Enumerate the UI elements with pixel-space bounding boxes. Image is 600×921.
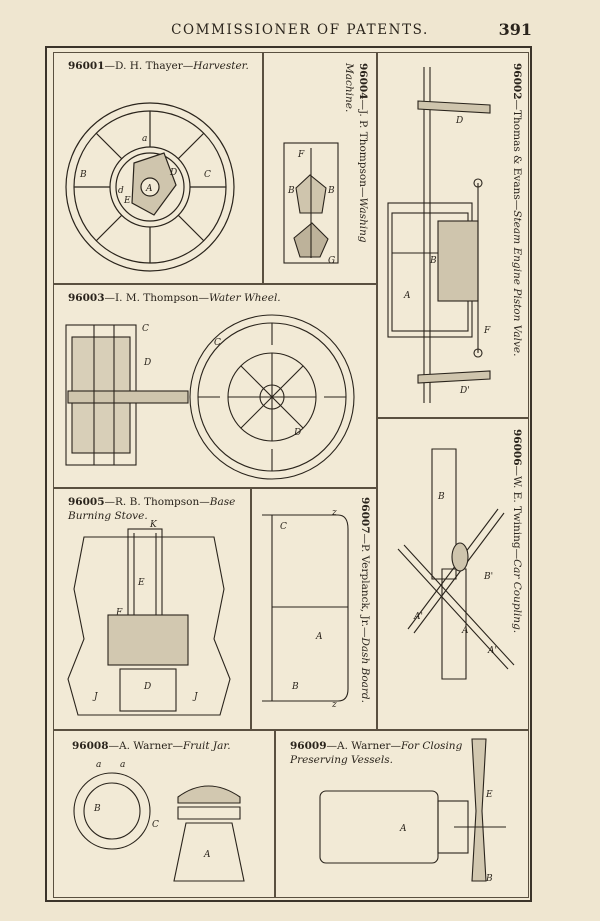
caption-96009: 96009—A. Warner—For Closing Preserving V… (290, 740, 463, 766)
fruit-jar-drawing: a a B C A (73, 760, 245, 882)
label-E: E (123, 196, 131, 206)
stove-drawing: K E F D J J (67, 520, 231, 716)
page-number: 391 (498, 20, 532, 39)
dash-board-drawing: C z A B z (262, 508, 349, 710)
label-B-right: B (327, 186, 335, 196)
label-A: A (403, 291, 411, 301)
panel-96004: 96004—J. P. Thompson—Washing Machine. F … (263, 52, 377, 284)
label-C: C (204, 170, 211, 180)
label-D: D (143, 682, 151, 692)
caption-96001: 96001—D. H. Thayer—Harvester. (68, 60, 249, 72)
label-J-right: J (192, 692, 199, 702)
label-A-prime-left: A' (413, 612, 423, 622)
panel-96009: 96009—A. Warner—For Closing Preserving V… (275, 730, 529, 898)
label-D: D (455, 116, 463, 126)
panel-96005: 96005—R. B. Thompson—Base Burning Stove.… (53, 488, 251, 730)
running-title: COMMISSIONER OF PATENTS. (171, 22, 429, 38)
panel-96002: 96002—Thomas & Evans—Steam Engine Piston… (377, 52, 529, 418)
label-B: B (291, 682, 299, 692)
label-z-top: z (331, 508, 337, 518)
piston-valve-drawing: D B A F D' (387, 67, 491, 403)
label-F: F (483, 326, 491, 336)
label-E: E (485, 790, 493, 800)
car-coupling-drawing: B B' A' A A' (397, 448, 515, 680)
washing-machine-drawing: F B B G (283, 142, 339, 266)
label-D: D (169, 168, 177, 178)
label-J-left: J (92, 692, 99, 702)
caption-96008: 96008—A. Warner—Fruit Jar. (72, 740, 231, 752)
panel-96003: 96003—I. M. Thompson—Water Wheel. C D C … (53, 284, 377, 488)
water-wheel-drawing: C D C D (65, 314, 355, 480)
panel-96006: 96006—W. E. Twining—Car Coupling. B B' A… (377, 418, 529, 730)
label-C: C (142, 324, 149, 334)
label-B-prime: B' (483, 572, 493, 582)
label-D-prime: D' (459, 386, 470, 396)
label-B-left: B (287, 186, 295, 196)
label-A: A (461, 626, 469, 636)
label-a-right: a (120, 760, 125, 770)
caption-96003: 96003—I. M. Thompson—Water Wheel. (68, 292, 281, 304)
label-A: A (315, 632, 323, 642)
label-D-side: D (143, 358, 151, 368)
label-D-wheel: D (293, 428, 301, 438)
caption-96005: 96005—R. B. Thompson—Base Burning Stove. (68, 496, 236, 522)
label-E: E (137, 578, 145, 588)
label-F: F (297, 150, 305, 160)
label-G: G (328, 256, 335, 266)
page-header: COMMISSIONER OF PATENTS. 391 (0, 20, 600, 44)
vessel-closer-drawing: A E B (319, 738, 506, 884)
label-B: B (437, 492, 445, 502)
label-A: A (203, 850, 211, 860)
label-K: K (149, 520, 158, 530)
label-a-left: a (96, 760, 101, 770)
label-F: F (115, 608, 123, 618)
label-B: B (93, 804, 101, 814)
label-d: d (118, 186, 124, 196)
label-C: C (152, 820, 159, 830)
label-z-bottom: z (331, 700, 337, 710)
label-C-wheel: C (214, 338, 221, 348)
label-B: B (485, 874, 493, 884)
label-a: a (142, 134, 147, 144)
label-A: A (145, 184, 153, 194)
panel-96008: 96008—A. Warner—Fruit Jar. a a B C A (53, 730, 275, 898)
label-B: B (429, 256, 437, 266)
patent-plate: 96001—D. H. Thayer—Harvester. B C a D d … (45, 46, 532, 902)
label-A-prime-right: A' (487, 646, 497, 656)
panel-96001: 96001—D. H. Thayer—Harvester. B C a D d … (53, 52, 263, 284)
harvester-drawing: B C a D d E A (65, 102, 235, 272)
label-C: C (280, 522, 287, 532)
label-B: B (79, 170, 87, 180)
label-A: A (399, 824, 407, 834)
panel-96007: 96007—P. Verplanck, Jr.—Dash Board. C z … (251, 488, 377, 730)
